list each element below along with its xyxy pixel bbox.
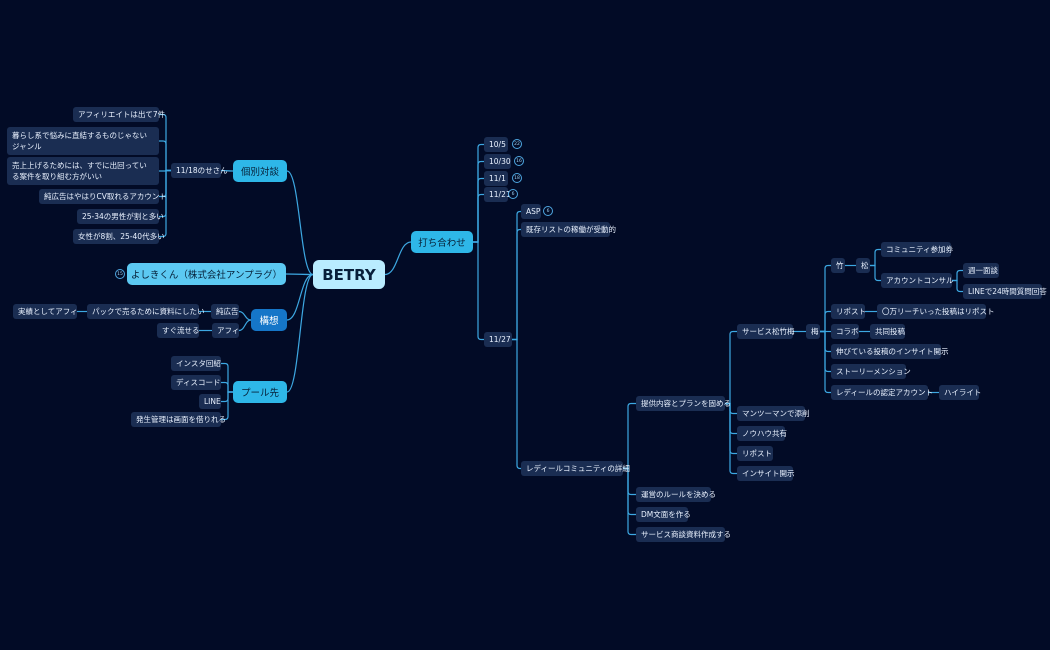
affiliate-count-node[interactable]: アフィリエイトは出て7件 bbox=[73, 107, 165, 122]
uchiawase-node[interactable]: 打ち合わせ bbox=[411, 231, 473, 253]
edge-n-koso-n-junko bbox=[238, 310, 252, 321]
edge-n-1127-n-kizon bbox=[512, 228, 521, 341]
edge-n-teikyo-n-insight2 bbox=[725, 402, 737, 475]
date-1030-badge: 16 bbox=[514, 156, 524, 166]
repost-service-node[interactable]: リポスト bbox=[737, 446, 773, 461]
edge-n-uchi-n-d1 bbox=[473, 160, 484, 243]
edge-n-ladyeal-n-dm bbox=[623, 467, 636, 516]
knowhow-node[interactable]: ノウハウ共有 bbox=[737, 426, 787, 441]
edge-n-1127-n-ladyeal bbox=[512, 338, 521, 470]
service-plan-node[interactable]: サービス松竹梅 bbox=[737, 324, 795, 339]
edge-n-root-n-kobetsu bbox=[286, 170, 314, 276]
insta-node[interactable]: インスタ回紹 bbox=[171, 356, 221, 371]
kyodo-toko-node[interactable]: 共同投稿 bbox=[870, 324, 905, 339]
edge-n-koso-n-affi bbox=[238, 319, 252, 332]
date-1030-node[interactable]: 10/30 bbox=[484, 154, 511, 169]
edge-n-1127-n-asp bbox=[512, 210, 521, 341]
pool-saki-node[interactable]: プール先 bbox=[233, 381, 287, 403]
insight-open-node[interactable]: 伸びている投稿のインサイト開示 bbox=[831, 344, 949, 359]
pack-shiryo-node[interactable]: パックで売るために資料にしたい bbox=[87, 304, 205, 319]
edge-n-ume-n-repost bbox=[820, 310, 831, 333]
edge-n-root-n-koso bbox=[286, 273, 314, 321]
account-consul-node[interactable]: アカウントコンサル bbox=[881, 273, 954, 288]
edge-n-root-n-yoshiki bbox=[285, 273, 314, 276]
edge-n-ladyeal-n-teikyo bbox=[623, 402, 636, 470]
ume-node[interactable]: 梅 bbox=[806, 324, 820, 339]
discord-node[interactable]: ディスコード bbox=[171, 375, 221, 390]
koso-node[interactable]: 構想 bbox=[251, 309, 287, 331]
date-1121-badge: 6 bbox=[508, 189, 518, 199]
date-105-badge: 22 bbox=[512, 139, 522, 149]
edge-n-acons-n-weekly bbox=[952, 269, 963, 282]
jisseki-affi-node[interactable]: 実績としてアフィ bbox=[13, 304, 78, 319]
edge-n-pool-n-p3 bbox=[221, 391, 233, 421]
junkoukoku-node[interactable]: 純広告 bbox=[211, 304, 239, 319]
edge-n-pool-n-p2 bbox=[221, 391, 233, 403]
edge-n-matsu-n-acons bbox=[870, 264, 881, 282]
community-ticket-node[interactable]: コミュニティ参加券 bbox=[881, 242, 953, 257]
highlight-node[interactable]: ハイライト bbox=[939, 385, 981, 400]
asp-node[interactable]: ASP bbox=[521, 204, 541, 219]
junkoukoku-cv-node[interactable]: 純広告はやはりCV取れるアカウント bbox=[39, 189, 167, 204]
edge-n-1118-n-k5 bbox=[159, 169, 171, 238]
root-node[interactable]: BETRY bbox=[313, 260, 385, 289]
yoshiki-count-badge: 15 bbox=[115, 269, 125, 279]
edge-n-teikyo-n-service bbox=[725, 330, 737, 405]
kizon-list-node[interactable]: 既存リストの稼働が受動的 bbox=[521, 222, 616, 237]
ladyeal-community-node[interactable]: レディールコミュニティの詳細 bbox=[521, 461, 630, 476]
edge-n-uchi-n-d2 bbox=[473, 177, 484, 243]
edge-n-uchi-n-d0 bbox=[473, 143, 484, 243]
shodan-shiryo-node[interactable]: サービス商談資料作成する bbox=[636, 527, 731, 542]
line-24h-node[interactable]: LINEで24時間質問回答 bbox=[963, 284, 1047, 299]
male-25-34-node[interactable]: 25-34の男性が割と多い bbox=[77, 209, 164, 224]
take-node[interactable]: 竹 bbox=[831, 258, 845, 273]
edge-n-ume-n-nintei bbox=[820, 330, 831, 394]
mantsuman-node[interactable]: マンツーマンで添削 bbox=[737, 406, 810, 421]
affi-node[interactable]: アフィ bbox=[212, 323, 239, 338]
line-node[interactable]: LINE bbox=[199, 394, 221, 409]
edge-n-root-n-uchi bbox=[384, 241, 412, 276]
story-mention-node[interactable]: ストーリーメンション bbox=[831, 364, 911, 379]
collab-node[interactable]: コラボ bbox=[831, 324, 859, 339]
edges bbox=[77, 113, 963, 536]
asp-badge: 6 bbox=[543, 206, 553, 216]
teikyo-plan-node[interactable]: 提供内容とプランを固める bbox=[636, 396, 731, 411]
date-105-node[interactable]: 10/5 bbox=[484, 137, 508, 152]
edge-n-uchi-n-d3 bbox=[473, 193, 484, 243]
date-1127-node[interactable]: 11/27 bbox=[484, 332, 512, 347]
edge-n-ume-n-take bbox=[820, 264, 831, 333]
edge-n-pool-n-p1 bbox=[221, 381, 233, 393]
kobetsu-taidan-node[interactable]: 個別対談 bbox=[233, 160, 287, 182]
edge-n-matsu-n-community bbox=[870, 248, 881, 267]
date-111-node[interactable]: 11/1 bbox=[484, 171, 508, 186]
hassei-kanri-node[interactable]: 発生管理は画面を借りれる bbox=[131, 412, 226, 427]
edge-n-uchi-n-1127 bbox=[473, 241, 484, 341]
date-111-badge: 18 bbox=[512, 173, 522, 183]
edge-n-1118-n-k0 bbox=[159, 113, 171, 172]
edge-n-root-n-pool bbox=[286, 273, 314, 393]
matsu-node[interactable]: 松 bbox=[856, 258, 870, 273]
female-80-node[interactable]: 女性が8割、25-40代多い bbox=[73, 229, 165, 244]
repost-node[interactable]: リポスト bbox=[831, 304, 866, 319]
edge-n-pool-n-p0 bbox=[221, 362, 233, 393]
unei-rule-node[interactable]: 運営のルールを決める bbox=[636, 487, 716, 502]
uriage-node[interactable]: 売上上げるためには、すでに出回っている案件を取り組む方がいい bbox=[7, 157, 159, 185]
insight-service-node[interactable]: インサイト開示 bbox=[737, 466, 795, 481]
kurashi-genre-node[interactable]: 暮らし系で悩みに直結するものじゃないジャンル bbox=[7, 127, 159, 155]
dm-bunmen-node[interactable]: DM文面を作る bbox=[636, 507, 691, 522]
nintei-account-node[interactable]: レディールの認定アカウント bbox=[831, 385, 933, 400]
weekly-mendan-node[interactable]: 週一面談 bbox=[963, 263, 999, 278]
edge-n-1118-n-k1 bbox=[159, 140, 171, 172]
yoshiki-node[interactable]: よしきくん（株式会社アンプラグ） bbox=[127, 263, 286, 285]
sugu-nagaseru-node[interactable]: すぐ流せる bbox=[157, 323, 200, 338]
edge-n-kobetsu-n-1118 bbox=[220, 169, 234, 172]
date-1118-node[interactable]: 11/18のせさん bbox=[171, 163, 228, 178]
repost-detail-node[interactable]: 〇万リーチいった投稿はリポスト bbox=[877, 304, 995, 319]
edge-n-ladyeal-n-shodan bbox=[623, 467, 636, 536]
edge-n-acons-n-line24 bbox=[952, 279, 963, 293]
edge-n-teikyo-n-repost2 bbox=[725, 402, 737, 455]
date-1121-node[interactable]: 11/21 bbox=[484, 187, 511, 202]
